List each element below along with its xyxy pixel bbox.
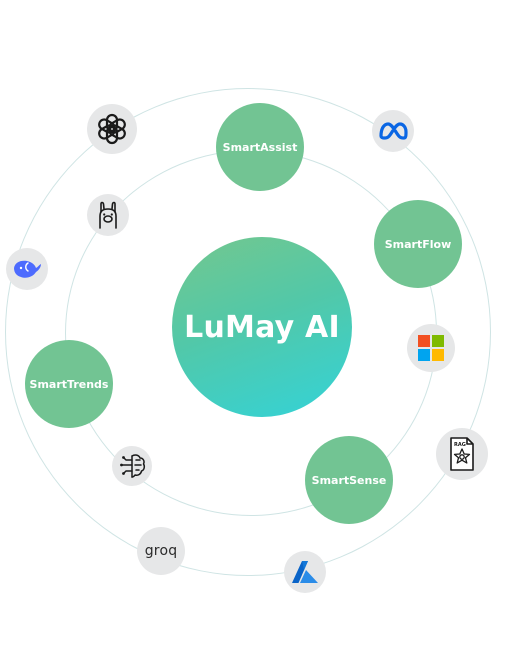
core-circle: LuMay AI — [172, 237, 352, 417]
module-label: SmartSense — [311, 473, 387, 487]
module-label: SmartFlow — [384, 237, 452, 251]
meta-logo — [372, 110, 414, 152]
module-smartsense[interactable]: SmartSense — [305, 436, 393, 524]
groq-icon: groq — [144, 543, 178, 559]
rag-logo: RAG — [436, 428, 488, 480]
brain-logo — [112, 446, 152, 486]
deepseek-icon — [14, 260, 41, 278]
module-smartassist[interactable]: SmartAssist — [216, 103, 304, 191]
azure-icon — [292, 561, 318, 583]
outer-orbit-ring — [5, 88, 491, 576]
microsoft-logo — [407, 324, 455, 372]
openai-logo — [87, 104, 137, 154]
module-label: SmartAssist — [222, 140, 298, 154]
azure-logo — [284, 551, 326, 593]
ollama-logo — [87, 194, 129, 236]
microsoft-icon — [418, 335, 444, 361]
meta-icon — [379, 122, 408, 140]
rag-label: RAG — [454, 442, 466, 448]
module-smartflow[interactable]: SmartFlow — [374, 200, 462, 288]
groq-logo: groq — [137, 527, 185, 575]
deepseek-logo — [6, 248, 48, 290]
openai-icon — [98, 113, 126, 145]
rag-document-icon: RAG — [450, 437, 474, 471]
core-title: LuMay AI — [184, 309, 340, 345]
brain-circuit-icon — [120, 454, 146, 478]
ollama-icon — [99, 201, 117, 229]
module-label: SmartTrends — [29, 377, 109, 391]
module-smarttrends[interactable]: SmartTrends — [25, 340, 113, 428]
